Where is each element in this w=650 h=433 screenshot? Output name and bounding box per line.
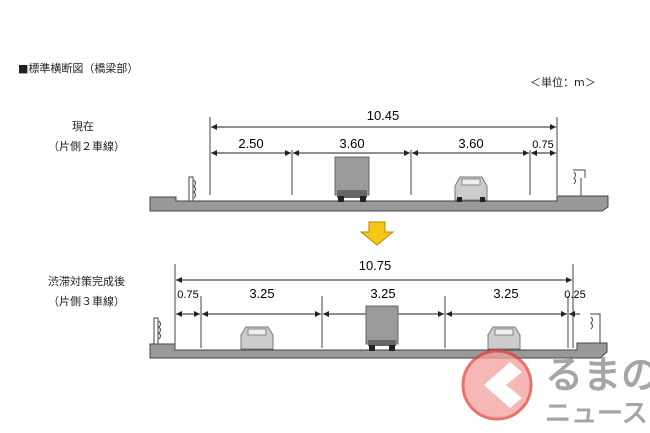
logo-text-top: るまの [545, 355, 650, 397]
guardrail-icon [153, 317, 161, 345]
after-label: 渋滞対策完成後 [48, 275, 125, 288]
truck-icon [334, 156, 370, 202]
car-icon [487, 326, 521, 350]
after-segment: 3.25 [249, 286, 274, 301]
kuruma-news-logo: るまの ニュース [461, 349, 650, 428]
guardrail-icon [188, 176, 196, 202]
current-segment: 2.50 [238, 136, 263, 151]
after-segment: 3.25 [493, 286, 518, 301]
after-sublabel: （片側３車線） [48, 295, 125, 308]
diagram-title: ■標準横断図（橋梁部） [18, 62, 139, 75]
after-total: 10.75 [359, 258, 392, 273]
current-segment: 3.60 [339, 136, 364, 151]
after-segment: 0.75 [177, 289, 198, 301]
truck-icon [365, 305, 399, 351]
down-arrow-icon [359, 221, 395, 246]
current-sublabel: （片側２車線） [48, 140, 125, 153]
car-icon [454, 176, 488, 202]
current-total: 10.45 [367, 108, 400, 123]
unit-label: ＜単位：m＞ [530, 76, 596, 89]
barrier-icon [590, 313, 601, 343]
after-segment: 3.25 [370, 286, 395, 301]
after-segment: 0.25 [564, 289, 585, 301]
current-segment: 0.75 [532, 139, 553, 151]
car-icon [240, 326, 274, 350]
logo-text-bottom: ニュース [545, 398, 648, 428]
current-label: 現在 [72, 120, 94, 133]
bridge-deck [149, 195, 609, 212]
current-section: 10.45 2.50 3.60 3.60 0.75 [149, 108, 609, 212]
current-segment: 3.60 [458, 136, 483, 151]
barrier-icon [573, 169, 586, 196]
after-section: 10.75 0.75 3.25 3.25 3.25 0.25 [149, 258, 608, 359]
